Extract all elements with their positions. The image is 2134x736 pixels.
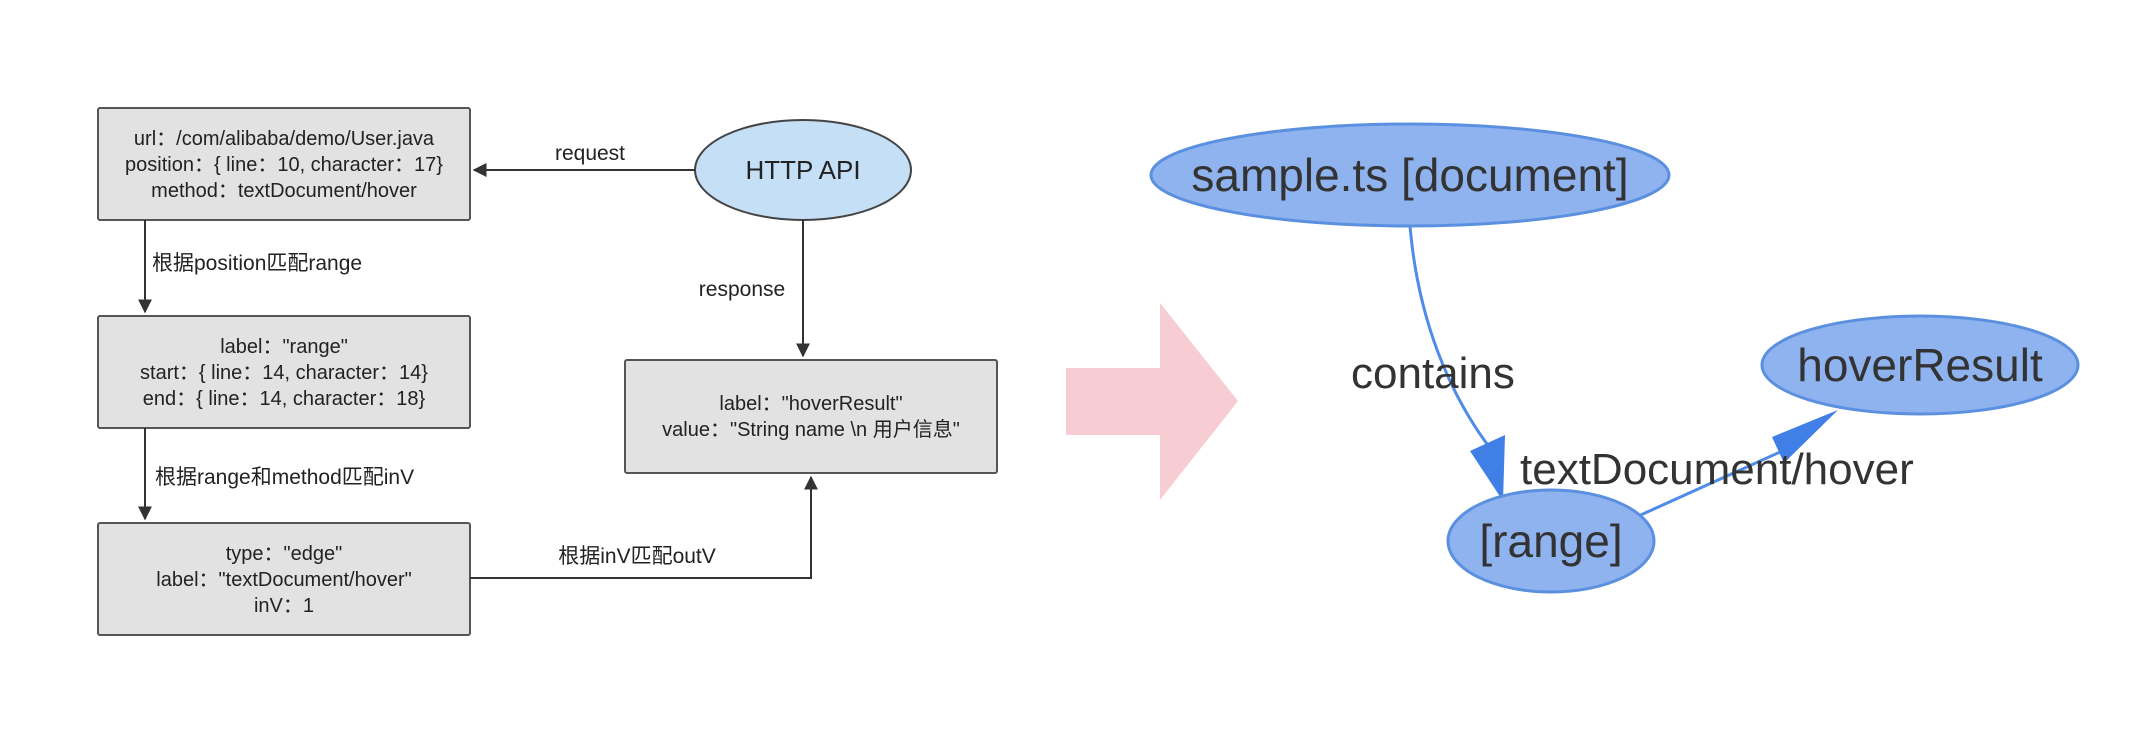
range-box: label："range" start：{ line：14, character…	[97, 315, 471, 429]
right-arrow-icon	[1066, 303, 1238, 500]
match-inv-arrow: 根据range和method匹配inV	[138, 428, 414, 521]
response-edge-label: response	[699, 278, 785, 301]
request-method-text: method：textDocument/hover	[151, 180, 417, 202]
match-inv-label: 根据range和method匹配inV	[155, 466, 414, 489]
range-end-text: end：{ line：14, character：18}	[143, 388, 426, 410]
hover-result-node-label: hoverResult	[1797, 339, 2043, 391]
request-edge-label: request	[555, 142, 625, 165]
range-node-label: [range]	[1479, 515, 1622, 567]
request-position-text: position：{ line：10, character：17}	[125, 154, 443, 176]
document-node: sample.ts [document]	[1149, 122, 1671, 228]
document-node-label: sample.ts [document]	[1191, 149, 1628, 201]
contains-edge-label: contains	[1351, 349, 1515, 398]
request-arrow: request	[472, 142, 695, 177]
match-outv-label: 根据inV匹配outV	[558, 545, 716, 568]
http-api-label: HTTP API	[745, 155, 860, 185]
edge-box: type："edge" label："textDocument/hover" i…	[97, 522, 471, 636]
result-label-text: label："hoverResult"	[719, 393, 902, 415]
range-start-text: start：{ line：14, character：14}	[140, 362, 428, 384]
range-label-text: label："range"	[220, 336, 348, 358]
http-api-node: HTTP API	[694, 119, 912, 221]
match-range-arrow: 根据position匹配range	[138, 220, 362, 314]
match-outv-arrow: 根据inV匹配outV	[470, 475, 818, 579]
edge-inv-text: inV：1	[254, 595, 314, 617]
edge-label-text: label："textDocument/hover"	[156, 569, 411, 591]
edge-type-text: type："edge"	[226, 543, 343, 565]
hover-result-node: hoverResult	[1760, 314, 2080, 416]
request-url-text: url：/com/alibaba/demo/User.java	[134, 128, 435, 150]
hover-edge-label: textDocument/hover	[1520, 445, 1914, 494]
request-box: url：/com/alibaba/demo/User.java position…	[97, 107, 471, 221]
hover-edge: textDocument/hover	[1520, 410, 1914, 520]
contains-edge: contains	[1351, 225, 1515, 501]
hover-result-box: label："hoverResult" value："String name \…	[624, 359, 998, 474]
match-range-label: 根据position匹配range	[152, 252, 362, 275]
range-node: [range]	[1446, 488, 1656, 594]
response-arrow: response	[684, 220, 810, 358]
result-value-text: value："String name \n 用户信息"	[662, 418, 960, 441]
